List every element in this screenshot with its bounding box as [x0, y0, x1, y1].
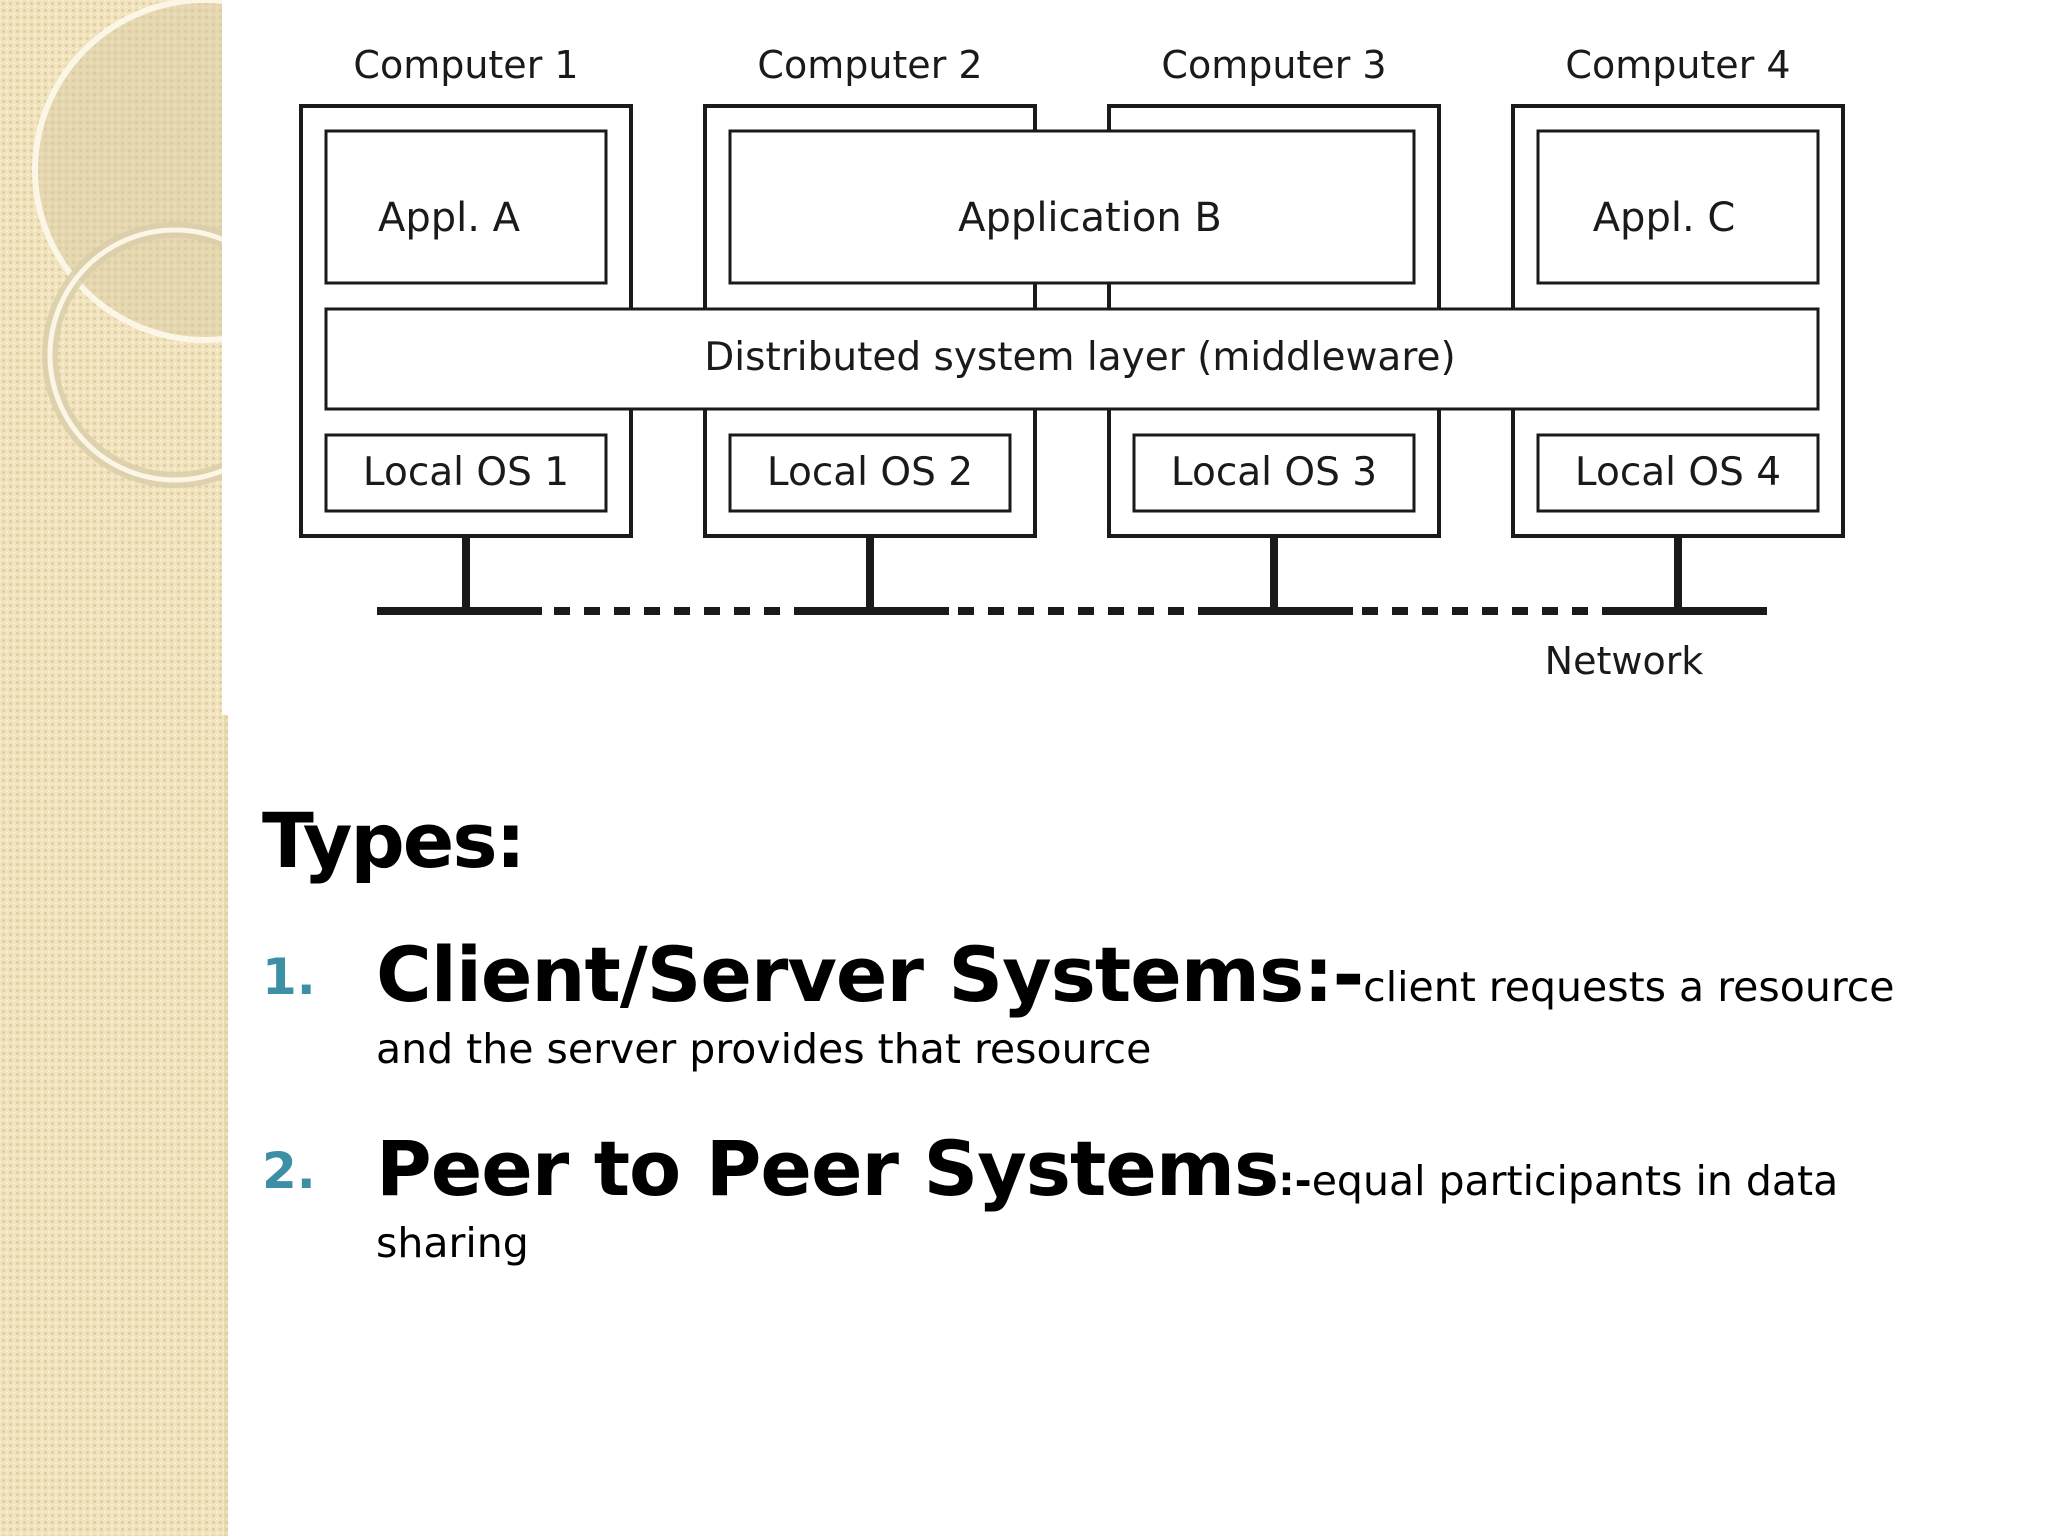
app-c-box — [1536, 129, 1820, 285]
list-item-body: Peer to Peer Systems:-equal participants… — [376, 1124, 1986, 1267]
computer-4-label: Computer 4 — [1565, 43, 1790, 87]
computer-2-label: Computer 2 — [757, 43, 982, 87]
decorative-rings-icon — [32, 0, 228, 488]
peer-to-peer-desc-line2: sharing — [376, 1219, 529, 1267]
types-heading: Types: — [262, 796, 526, 885]
client-server-title: Client/Server Systems:- — [376, 930, 1364, 1019]
app-a-label: Appl. A — [378, 195, 521, 241]
peer-to-peer-title: Peer to Peer Systems — [376, 1124, 1279, 1213]
local-os-2-box — [728, 433, 1012, 513]
peer-to-peer-title-suffix: :- — [1278, 1157, 1312, 1205]
app-b-box — [728, 129, 1416, 285]
sidebar-edge — [224, 0, 228, 1536]
local-os-1-box — [324, 433, 608, 513]
client-server-desc-line2: and the server provides that resource — [376, 1025, 1152, 1073]
local-os-3-box — [1132, 433, 1416, 513]
local-os-2-label: Local OS 2 — [767, 450, 973, 495]
network-drops — [462, 538, 1682, 611]
client-server-desc-line1: client requests a resource — [1363, 963, 1895, 1011]
list-item-body: Client/Server Systems:-client requests a… — [376, 930, 1986, 1073]
local-os-1-label: Local OS 1 — [363, 450, 569, 495]
peer-to-peer-desc-line1: equal participants in data — [1311, 1157, 1839, 1205]
app-b-label: Application B — [958, 195, 1222, 241]
list-number-1: 1. — [262, 948, 316, 1006]
local-os-4-box — [1536, 433, 1820, 513]
local-os-3-label: Local OS 3 — [1171, 450, 1377, 495]
middleware-band — [324, 307, 1820, 411]
app-c-label: Appl. C — [1593, 195, 1736, 241]
network-label: Network — [1545, 639, 1704, 683]
local-os-4-label: Local OS 4 — [1575, 450, 1781, 495]
distributed-system-diagram: Computer 1 Computer 2 Computer 3 Compute… — [222, 0, 2048, 715]
middleware-label: Distributed system layer (middleware) — [704, 335, 1455, 380]
decorative-sidebar — [0, 0, 228, 1536]
computer-3-label: Computer 3 — [1161, 43, 1386, 87]
computer-1-label: Computer 1 — [353, 43, 578, 87]
list-number-2: 2. — [262, 1142, 316, 1200]
app-a-box — [324, 129, 608, 285]
